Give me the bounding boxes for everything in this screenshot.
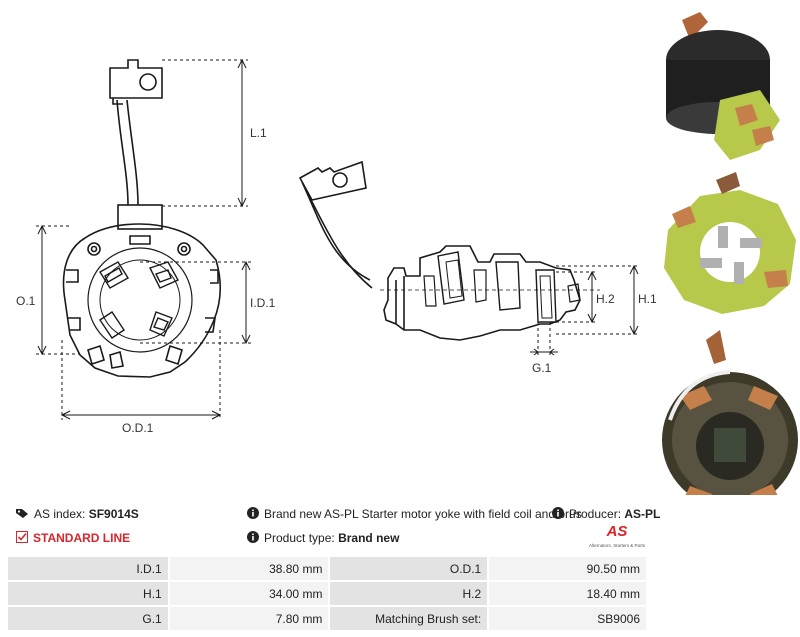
spec-label: Matching Brush set: (329, 606, 490, 632)
checkbox-icon (16, 530, 28, 547)
producer: Producer: AS-PL (552, 506, 660, 523)
product-type-value: Brand new (338, 531, 400, 545)
spec-value: 38.80 mm (168, 557, 331, 582)
producer-label: Producer: (569, 507, 622, 521)
info-icon (247, 530, 259, 547)
description: Brand new AS-PL Starter motor yoke with … (247, 506, 582, 523)
product-type: Product type: Brand new (247, 530, 399, 547)
spec-value: SB9006 (488, 606, 648, 632)
table-row: H.1 34.00 mm H.2 18.40 mm (8, 581, 648, 607)
spec-value: 7.80 mm (168, 606, 331, 632)
spec-label: I.D.1 (8, 557, 170, 582)
dim-label-h2: H.2 (596, 292, 615, 306)
spec-value: 90.50 mm (488, 557, 648, 582)
product-photo-top (658, 0, 800, 170)
spec-label: O.D.1 (329, 557, 490, 582)
svg-text:Alternators, Starters & Parts: Alternators, Starters & Parts (589, 543, 646, 548)
product-photo-middle (664, 172, 796, 314)
spec-label: H.2 (329, 581, 490, 607)
dim-label-od1: O.D.1 (122, 421, 154, 435)
dim-label-h1: H.1 (638, 292, 657, 306)
product-type-label: Product type: (264, 531, 335, 545)
tag-icon (16, 507, 29, 523)
standard-line-label: STANDARD LINE (33, 531, 131, 545)
svg-text:AS: AS (606, 523, 628, 540)
table-row: G.1 7.80 mm Matching Brush set: SB9006 (8, 606, 648, 632)
spec-value: 18.40 mm (488, 581, 648, 607)
info-icon (247, 506, 259, 523)
dim-label-l1: L.1 (250, 126, 267, 140)
as-index-label: AS index: (34, 507, 86, 521)
dim-label-o1: O.1 (16, 294, 36, 308)
spec-value: 34.00 mm (168, 581, 331, 607)
as-pl-logo: AS Alternators, Starters & Parts (585, 522, 649, 552)
dim-label-g1: G.1 (532, 361, 552, 375)
table-row: I.D.1 38.80 mm O.D.1 90.50 mm (8, 557, 648, 582)
product-photo-bottom (662, 330, 798, 508)
dimension-lines-front (36, 58, 252, 420)
producer-value: AS-PL (624, 507, 661, 521)
dim-label-id1: I.D.1 (250, 296, 276, 310)
spec-label: H.1 (8, 581, 170, 607)
description-text: Brand new AS-PL Starter motor yoke with … (264, 507, 582, 521)
technical-drawing: L.1 O.1 I.D.1 O.D.1 H.1 H.2 G.1 (16, 0, 800, 508)
as-index-value: SF9014S (88, 507, 139, 521)
standard-line: STANDARD LINE (16, 530, 130, 547)
info-icon (552, 506, 564, 523)
as-index: AS index: SF9014S (16, 506, 139, 523)
side-view-brush-holder (298, 160, 600, 341)
dimension-lines-side (530, 264, 640, 356)
front-view-brush-holder (62, 59, 222, 378)
spec-label: G.1 (8, 606, 170, 632)
spec-table: I.D.1 38.80 mm O.D.1 90.50 mm H.1 34.00 … (8, 557, 648, 632)
